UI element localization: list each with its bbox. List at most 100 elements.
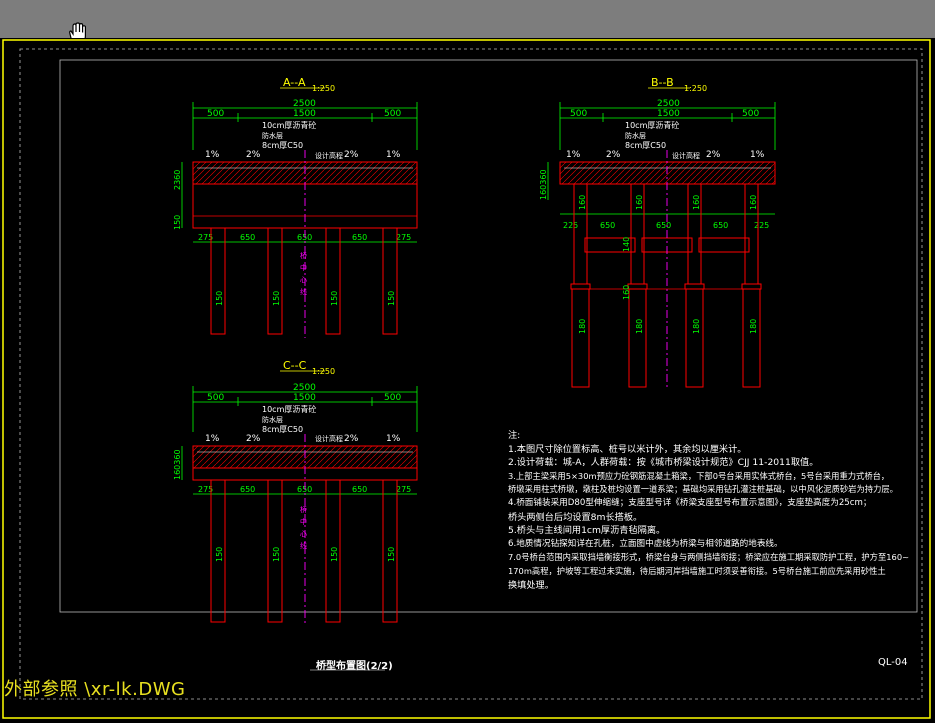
svg-text:225: 225 xyxy=(754,221,769,230)
svg-text:500: 500 xyxy=(207,109,224,119)
svg-text:2500: 2500 xyxy=(293,99,316,109)
svg-text:650: 650 xyxy=(352,233,367,242)
svg-text:160: 160 xyxy=(578,195,587,210)
note-line: 5.桥头与主线间用1cm厚沥青毡隔离。 xyxy=(508,525,666,537)
svg-text:150: 150 xyxy=(215,547,224,562)
note-line: 3.上部主梁采用5×30m预应力砼钢筋混凝土箱梁，下部0号台采用实体式桥台，5号… xyxy=(508,470,890,481)
drawing-canvas[interactable]: A--A 1:250 2500 500 1500 500 10cm厚沥青砼 防水… xyxy=(0,38,935,723)
paper-dashed-frame xyxy=(19,48,923,700)
svg-text:150: 150 xyxy=(173,215,182,230)
svg-text:650: 650 xyxy=(600,221,615,230)
svg-text:防水层: 防水层 xyxy=(262,131,283,140)
svg-text:2%: 2% xyxy=(344,150,359,160)
svg-text:160360: 160360 xyxy=(539,169,548,200)
svg-text:2500: 2500 xyxy=(293,383,316,393)
sheet-number: QL-04 xyxy=(878,657,908,668)
svg-text:1%: 1% xyxy=(566,150,581,160)
svg-text:150: 150 xyxy=(272,547,281,562)
svg-text:1500: 1500 xyxy=(293,109,316,119)
svg-text:650: 650 xyxy=(656,221,671,230)
svg-text:225: 225 xyxy=(563,221,578,230)
note-line: 换填处理。 xyxy=(508,579,554,591)
svg-text:2500: 2500 xyxy=(657,99,680,109)
svg-text:180: 180 xyxy=(692,319,701,334)
svg-text:150: 150 xyxy=(330,547,339,562)
svg-text:心: 心 xyxy=(300,276,307,284)
viewport-toolbar xyxy=(0,0,935,43)
svg-text:线: 线 xyxy=(300,541,307,550)
svg-text:160: 160 xyxy=(692,195,701,210)
section-b: B--B 1:250 2500 500 1500 500 10cm厚沥青砼 防水… xyxy=(539,76,776,390)
svg-text:设计高程: 设计高程 xyxy=(315,151,343,160)
svg-text:150: 150 xyxy=(272,291,281,306)
note-line: 170m高程，护坡等工程过未实施，待后期河岸挡墙施工时须妥善衔接。5号桥台施工前… xyxy=(508,565,886,576)
svg-text:160: 160 xyxy=(635,195,644,210)
svg-text:150: 150 xyxy=(215,291,224,306)
svg-text:500: 500 xyxy=(384,109,401,119)
svg-text:275: 275 xyxy=(198,485,213,494)
svg-text:10cm厚沥青砼: 10cm厚沥青砼 xyxy=(262,404,316,414)
svg-text:2360: 2360 xyxy=(173,170,182,190)
cad-drawing: A--A 1:250 2500 500 1500 500 10cm厚沥青砼 防水… xyxy=(2,39,931,719)
note-line: 桥墩采用柱式桥墩，墩柱及桩均设置一道系梁；基础均采用钻孔灌注桩基础，以中风化泥质… xyxy=(508,484,898,495)
section-a-scale: 1:250 xyxy=(312,84,335,93)
svg-text:10cm厚沥青砼: 10cm厚沥青砼 xyxy=(262,120,316,130)
section-b-scale: 1:250 xyxy=(684,84,707,93)
svg-text:1%: 1% xyxy=(386,150,401,160)
svg-text:275: 275 xyxy=(396,485,411,494)
svg-text:180: 180 xyxy=(749,319,758,334)
layout-border xyxy=(2,39,931,719)
svg-text:8cm厚C50: 8cm厚C50 xyxy=(262,141,303,150)
xref-label: 外部参照 \xr-lk.DWG xyxy=(4,679,186,700)
svg-text:500: 500 xyxy=(570,109,587,119)
svg-text:1%: 1% xyxy=(386,434,401,444)
svg-text:2%: 2% xyxy=(706,150,721,160)
pan-hand-icon[interactable] xyxy=(66,22,90,44)
svg-text:2%: 2% xyxy=(344,434,359,444)
svg-text:1%: 1% xyxy=(205,434,220,444)
svg-text:650: 650 xyxy=(240,233,255,242)
svg-text:1%: 1% xyxy=(750,150,765,160)
svg-text:500: 500 xyxy=(384,393,401,403)
svg-text:桥: 桥 xyxy=(300,251,307,260)
svg-text:8cm厚C50: 8cm厚C50 xyxy=(262,425,303,434)
svg-text:防水层: 防水层 xyxy=(625,131,646,140)
note-line: 7.0号桥台范围内采取挡墙衡接形式，桥梁台身与两侧挡墙衔接；桥梁应在施工期采取防… xyxy=(508,552,910,563)
svg-text:500: 500 xyxy=(742,109,759,119)
svg-text:防水层: 防水层 xyxy=(262,415,283,424)
sheet-title: 桥型布置图(2/2) xyxy=(316,661,393,672)
svg-text:中: 中 xyxy=(300,263,307,272)
svg-text:心: 心 xyxy=(300,530,307,538)
svg-text:650: 650 xyxy=(240,485,255,494)
note-line: 1.本图尺寸除位置标高、桩号以米计外，其余均以厘米计。 xyxy=(508,443,747,455)
svg-text:275: 275 xyxy=(396,233,411,242)
svg-text:150: 150 xyxy=(387,291,396,306)
svg-text:650: 650 xyxy=(352,485,367,494)
svg-text:160360: 160360 xyxy=(173,449,182,480)
svg-text:2%: 2% xyxy=(246,150,261,160)
svg-text:160: 160 xyxy=(622,285,631,300)
note-line: 4.桥面铺装采用D80型伸缩缝；支座型号详《桥梁支座型号布置示意图》，支座垫高度… xyxy=(508,497,872,508)
svg-text:140: 140 xyxy=(622,237,631,252)
svg-text:2%: 2% xyxy=(606,150,621,160)
svg-text:中: 中 xyxy=(300,517,307,526)
svg-text:设计高程: 设计高程 xyxy=(315,434,343,443)
svg-text:8cm厚C50: 8cm厚C50 xyxy=(625,141,666,150)
note-line: 注: xyxy=(508,430,521,441)
svg-text:275: 275 xyxy=(198,233,213,242)
svg-text:500: 500 xyxy=(207,393,224,403)
drawing-frame xyxy=(59,59,918,613)
svg-text:180: 180 xyxy=(635,319,644,334)
svg-text:桥: 桥 xyxy=(300,505,307,514)
svg-text:1%: 1% xyxy=(205,150,220,160)
svg-text:650: 650 xyxy=(713,221,728,230)
note-line: 6.地质情况钻探知详在孔桩，立面图中虚线为桥梁与相邻道路的地表线。 xyxy=(508,538,783,549)
svg-text:160: 160 xyxy=(749,195,758,210)
section-c-scale: 1:250 xyxy=(312,367,335,376)
svg-text:2%: 2% xyxy=(246,434,261,444)
section-a-title: A--A xyxy=(283,76,306,89)
section-c: C--C 1:250 2500 500 1500 500 10cm厚沥青砼 防水… xyxy=(173,359,418,626)
svg-text:180: 180 xyxy=(578,319,587,334)
section-b-title: B--B xyxy=(651,76,674,89)
note-line: 2.设计荷载：城-A，人群荷载：按《城市桥梁设计规范》CJJ 11-2011取值… xyxy=(508,457,819,469)
